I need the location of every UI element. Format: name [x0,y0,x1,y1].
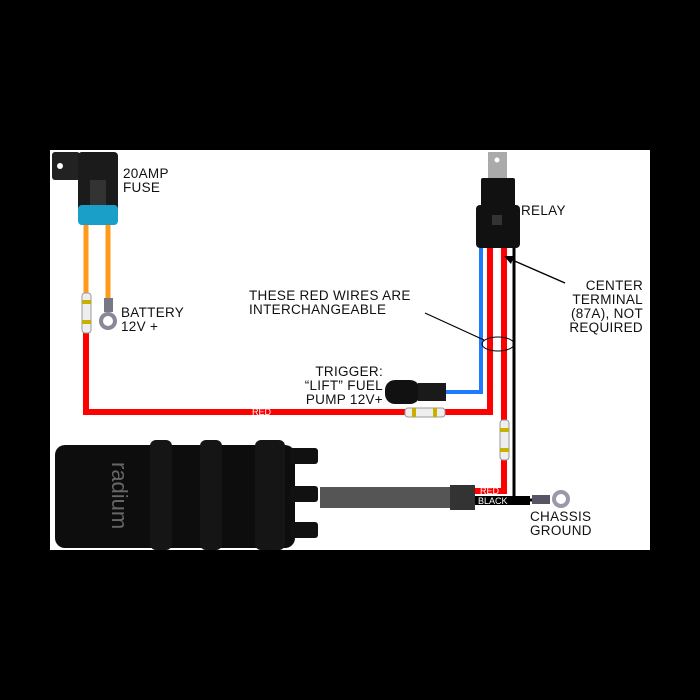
chassis-ground-label-1: CHASSIS [530,509,591,524]
relay [476,152,520,248]
ground-ring-terminal [532,490,570,508]
trigger-label-2: “LIFT” FUEL [305,378,383,393]
center-terminal-label-2: TERMINAL [572,292,643,307]
relay-label: RELAY [521,203,566,218]
battery-ring-terminal [99,298,117,330]
center-terminal-arrow [509,258,566,284]
radium-logo: radium [107,462,132,529]
trigger-label-3: PUMP 12V+ [306,392,383,407]
trigger-label-1: TRIGGER: [315,364,383,379]
butt-splice-pump [499,419,510,461]
fuse-label-1: 20AMP [123,166,169,181]
fuse-holder [52,152,118,225]
wire-label-black: BLACK [478,496,508,506]
butt-splice-left [81,292,92,334]
interchangeable-leader [424,312,485,341]
center-terminal-label-1: CENTER [586,278,643,293]
butt-splice-main [404,407,446,418]
center-terminal-label-3: (87A), NOT [571,306,643,321]
chassis-ground-label-2: GROUND [530,523,592,538]
fuel-pump: radium [55,440,475,550]
interchangeable-ellipse [481,336,515,352]
wire-label-red-main: RED [252,407,272,417]
arrow-head-icon [504,256,514,264]
blue-trigger-wire [445,248,483,394]
red-wire-main [83,248,493,415]
battery-label-2: 12V + [121,319,158,334]
center-terminal-label-4: REQUIRED [569,320,643,335]
black-wire-sleeve [470,496,530,505]
trigger-connector [385,380,446,404]
wire-label-red-pump: RED [480,486,500,496]
interchangeable-label-1: THESE RED WIRES ARE [249,288,411,303]
fuse-label-2: FUSE [123,180,160,195]
red-wire-pump [470,248,507,494]
interchangeable-label-2: INTERCHANGEABLE [249,302,386,317]
battery-label-1: BATTERY [121,305,184,320]
